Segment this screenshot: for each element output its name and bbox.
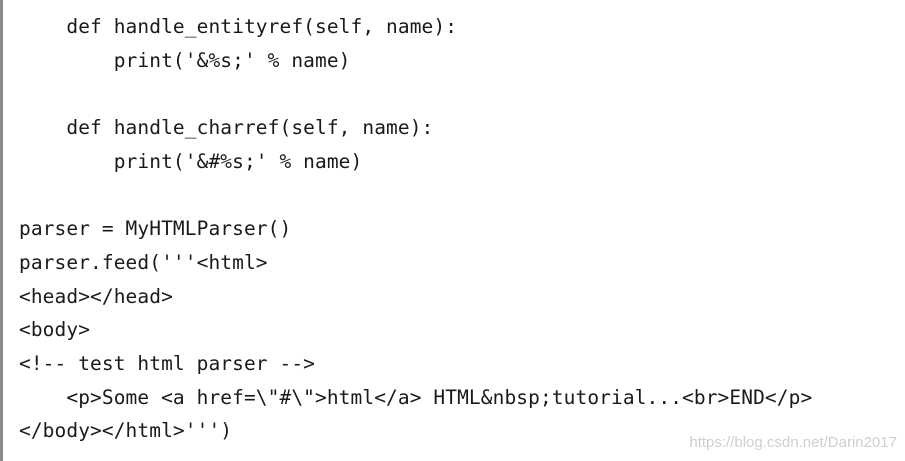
code-line: parser = MyHTMLParser() [19,217,292,241]
code-line: print('&%s;' % name) [19,48,351,72]
left-border-rule [0,0,3,461]
code-line: def handle_charref(self, name): [19,116,434,140]
code-line: <!-- test html parser --> [19,351,315,375]
watermark-url: https://blog.csdn.net/Darin2017 [689,434,897,451]
code-line-blank [19,77,895,111]
code-line: <body> [19,318,91,342]
code-line: <p>Some <a href=\"#\">html</a> HTML&nbsp… [19,385,813,409]
code-line: parser.feed('''<html> [19,250,268,274]
code-line: <head></head> [19,284,173,308]
code-block: def handle_entityref(self, name): print(… [19,10,895,448]
code-line-blank [19,178,895,212]
code-line: </body></html>''') [19,419,233,443]
code-line: def handle_entityref(self, name): [19,15,458,38]
code-line: print('&#%s;' % name) [19,149,363,173]
